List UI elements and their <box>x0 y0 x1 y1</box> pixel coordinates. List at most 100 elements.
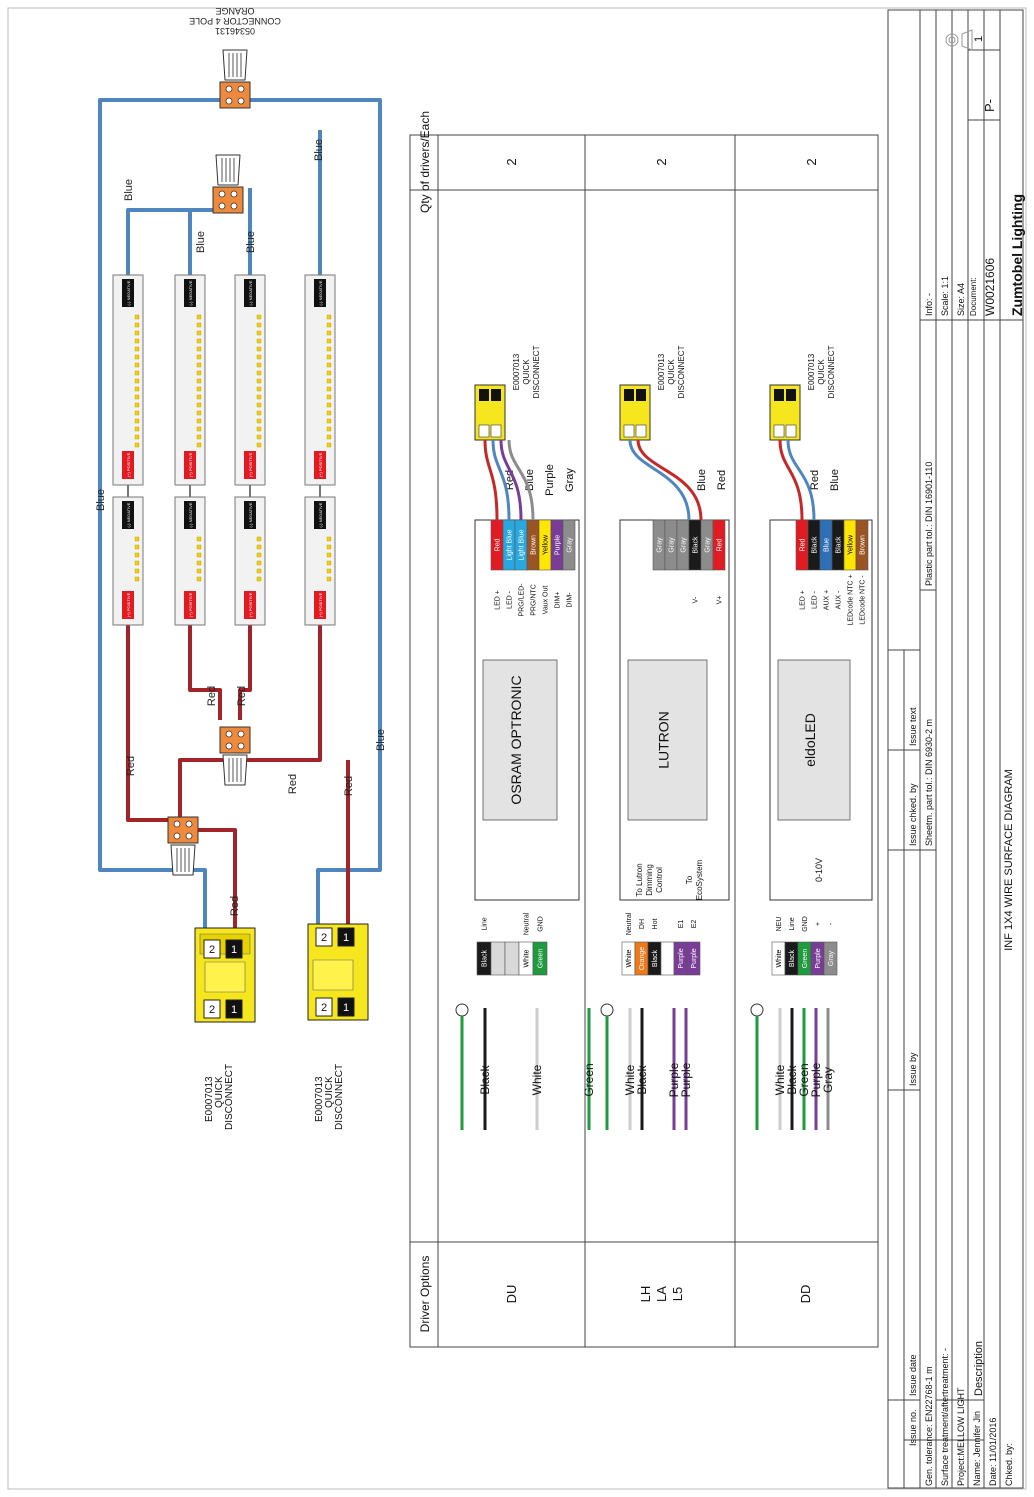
red-wire-board-3 <box>238 625 252 720</box>
lead-wire-label: Purple <box>544 464 556 496</box>
wire-label-blue-1: Blue <box>95 489 107 511</box>
lead-wire-label: Gray <box>564 468 576 492</box>
output-cell-label: Red <box>800 538 807 551</box>
wire-label-blue-5: Blue <box>313 139 325 161</box>
tb-document-label: Document: <box>969 277 978 316</box>
qd2-pin2-top: 2 <box>321 932 327 944</box>
output-cell-label: Black <box>693 536 700 554</box>
input-wire-label: Black <box>478 1064 492 1094</box>
board-neg-label: (-) NEGATIVE <box>188 502 193 527</box>
tb-surface: Surface treatment/aftertreatment: - <box>940 1348 950 1486</box>
output-cell-label: Purple <box>555 535 562 555</box>
board-neg-label: (-) NEGATIVE <box>188 280 193 305</box>
tb-sheet: 1 <box>973 36 985 42</box>
red-wire-link <box>178 758 225 820</box>
output-cell-label: Gray <box>657 537 664 553</box>
tb-issue-chked: Issue chked. by <box>908 783 918 846</box>
tb-sheetm-tol: Sheetm. part tol.: DIN 6930-2 m <box>924 719 934 846</box>
input-wire-label: Purple <box>667 1062 681 1097</box>
input-cell-label: Green <box>802 949 809 969</box>
blue-wire-outer-right <box>245 98 382 930</box>
dim-label: 0-10V <box>814 858 824 882</box>
tb-info: Info: - <box>924 293 934 316</box>
board-neg-label: (-) NEGATIVE <box>248 502 253 527</box>
output-cell-label: Black <box>836 536 843 554</box>
red-wire-board-4 <box>240 625 322 762</box>
wire-label-red-1: Red <box>125 756 137 776</box>
output-term-label: V+ <box>717 596 724 605</box>
input-wire-label: White <box>623 1064 637 1095</box>
tb-name: Name: Jennifer Jin <box>972 1411 982 1486</box>
connector-4pole-2 <box>212 154 244 214</box>
wire-label-red-2: Red <box>206 686 218 706</box>
qd-line2: QUICK <box>667 359 676 385</box>
qd-part: E0007013 <box>512 353 521 390</box>
board-pos-label: (+) POSITIVE <box>318 452 323 477</box>
tb-date: Date: 11/01/2016 <box>988 1418 998 1486</box>
driver-name: eldoLED <box>802 713 818 767</box>
input-cell-label: Purple <box>815 948 822 968</box>
tb-issue-date: Issue date <box>908 1354 918 1396</box>
qd1-line3: DISCONNECT <box>224 1064 235 1130</box>
tb-plastic-tol: Plastic part tol.: DIN 16901-110 <box>924 462 934 586</box>
input-cell-label: Purple <box>691 948 698 968</box>
input-term-label: Line <box>789 917 796 930</box>
qd1-pin1-top: 1 <box>231 944 237 956</box>
output-term-label: PRG/LED- <box>519 583 526 617</box>
wire-label-red-4: Red <box>287 774 299 794</box>
qd-line3: DISCONNECT <box>827 345 836 398</box>
qd-part: E0007013 <box>657 353 666 390</box>
lead-wire-label: Red <box>716 470 728 490</box>
connector-4pole-4 <box>167 816 199 876</box>
wire-label-red-6: Red <box>229 896 241 916</box>
lead-wire-label: Red <box>809 470 821 490</box>
input-wire-label: Black <box>635 1064 649 1094</box>
output-cell-label: Brown <box>531 535 538 555</box>
output-cell-label: Red <box>495 538 502 551</box>
qd2-pin2-label: 2 <box>321 1002 327 1014</box>
control-label: Control <box>655 867 664 893</box>
output-term-label: DIM- <box>567 592 574 608</box>
board-pos-label: (+) POSITIVE <box>248 452 253 477</box>
board-pos-label: (+) POSITIVE <box>248 592 253 617</box>
board-neg-label: (-) NEGATIVE <box>318 280 323 305</box>
input-term-label: GND <box>802 916 809 932</box>
red-wire-board-1 <box>126 625 172 822</box>
driver-name: LUTRON <box>656 711 672 769</box>
output-cell-label: Light Blue <box>519 529 526 560</box>
output-term-label: LEDcode NTC - <box>860 575 867 625</box>
input-cell-label: White <box>626 949 633 967</box>
qd1-part: E0007013 <box>204 1076 215 1122</box>
connector-type-label: CONNECTOR 4 POLE <box>189 16 281 26</box>
input-cell-label: White <box>524 949 531 967</box>
led-boards: (-) NEGATIVE (+) POSITIVE (-) NEGATIVE (+) … <box>112 274 336 626</box>
qd2-part: E0007013 <box>314 1076 325 1122</box>
qd2-line3: DISCONNECT <box>334 1064 345 1130</box>
input-term-label: Neutral <box>626 912 633 935</box>
row-code-la: LA <box>654 1286 669 1302</box>
input-wire-label: White <box>773 1064 787 1095</box>
connectors <box>167 49 251 876</box>
qd1-line2: QUICK <box>214 1076 225 1108</box>
qd2-pin1-top: 1 <box>343 932 349 944</box>
table-header-qty: Qty of drivers/Each <box>418 111 432 213</box>
output-term-label: V- <box>693 596 700 603</box>
output-term-label: LEDcode NTC + <box>848 574 855 625</box>
board-pos-label: (+) POSITIVE <box>188 592 193 617</box>
lead-wire-label: Blue <box>696 469 708 491</box>
led-board-1-1: (-) NEGATIVE(+) POSITIVE <box>112 274 144 486</box>
board-neg-label: (-) NEGATIVE <box>248 280 253 305</box>
board-pos-label: (+) POSITIVE <box>126 452 131 477</box>
quick-disconnect-1: 2 1 2 1 <box>194 927 256 1023</box>
input-term-label: + <box>815 922 822 926</box>
led-board-2-1: (-) NEGATIVE(+) POSITIVE <box>174 274 206 486</box>
input-cell-label: Black <box>789 949 796 967</box>
board-pos-label: (+) POSITIVE <box>318 592 323 617</box>
row-qty-dd: 2 <box>804 158 819 165</box>
wire-label-blue-4: Blue <box>245 231 257 253</box>
led-board-3-1: (-) NEGATIVE (+) POSITIVE <box>234 274 266 486</box>
output-term-label: LED + <box>800 590 807 610</box>
tb-issue-text: Issue text <box>908 707 918 746</box>
quick-disconnect-2: 2 1 2 1 <box>307 923 369 1021</box>
